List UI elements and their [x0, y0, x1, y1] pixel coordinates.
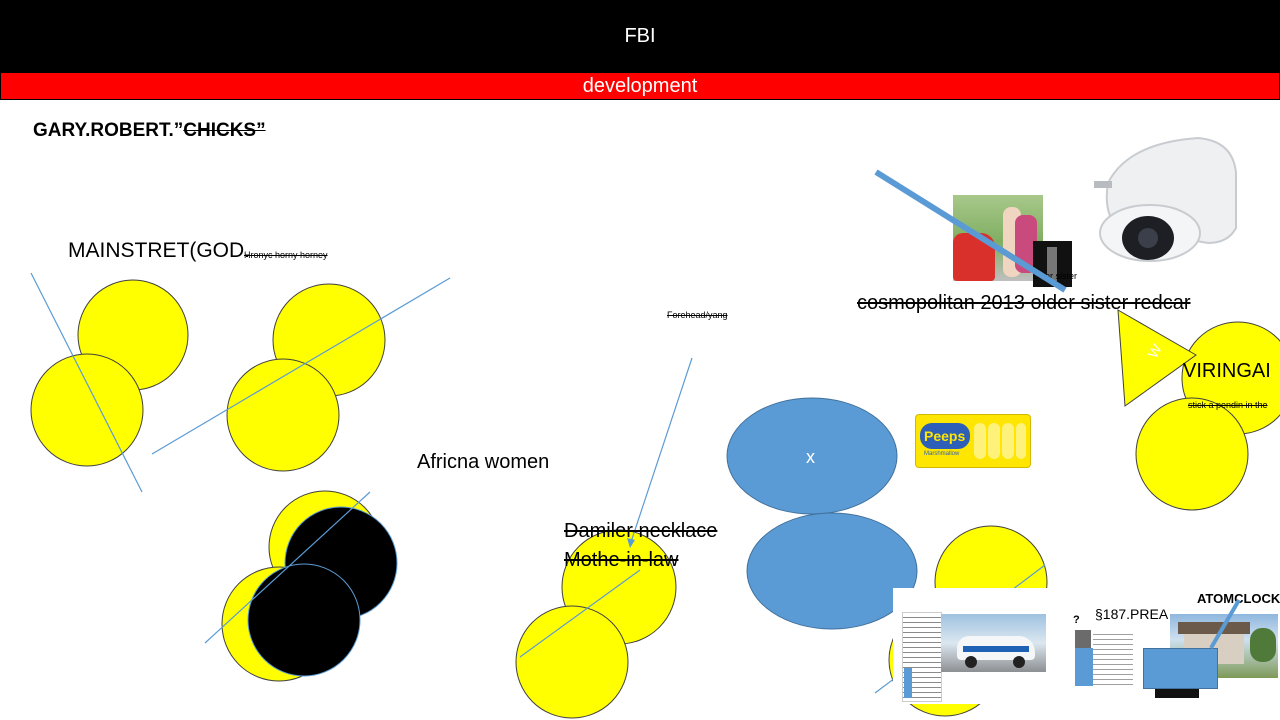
- photo-red-car: [953, 195, 1043, 281]
- peep-shape: [1016, 423, 1026, 459]
- blue-line: [30, 272, 143, 493]
- blue-rect-small: [904, 668, 912, 698]
- blue-line-short: [1209, 598, 1241, 650]
- atomclock-label: ATOMCLOCK: [1197, 591, 1280, 606]
- question-label: ?: [1073, 614, 1080, 626]
- page-subtitle: development: [582, 74, 698, 97]
- stick-small-label: stick a pendin in the: [1188, 400, 1268, 410]
- forehead-label: Forehead/yang: [667, 310, 728, 320]
- yellow-circle: [515, 605, 629, 719]
- person-photo-thumbnail: [1075, 630, 1091, 652]
- older-sister-small-label: older sister: [1033, 271, 1078, 281]
- ellipse-x-label: x: [806, 447, 815, 467]
- africna-label: Africna women: [417, 451, 550, 473]
- wheel-shape: [1013, 656, 1025, 668]
- peep-shape: [988, 423, 1000, 459]
- red-car-shape: [953, 233, 995, 281]
- blue-line: [151, 277, 451, 455]
- peeps-brand-text: Peeps: [924, 428, 966, 444]
- yellow-circle: [1135, 397, 1249, 511]
- yellow-triangle: [1117, 309, 1197, 407]
- main-heading: GARY.ROBERT.”CHICKS”: [33, 120, 266, 142]
- blue-line: [519, 569, 641, 658]
- mothe-label: Mothe-in-law: [564, 549, 679, 571]
- cosmopolitan-label: cosmopolitan 2013 older sister redcar: [857, 292, 1191, 314]
- page-title: FBI: [624, 24, 656, 47]
- car-stripe-shape: [963, 646, 1029, 652]
- arrow-line: [629, 357, 693, 546]
- mainstret-label: MAINSTRET(GOD.: [68, 239, 250, 263]
- peeps-box-image: Peeps Marshmallow: [916, 415, 1030, 467]
- security-camera-image: [1094, 136, 1237, 262]
- peeps-sub-text: Marshmallow: [924, 451, 960, 457]
- blue-ellipse: [746, 512, 918, 630]
- prea-label: §187.PREA: [1095, 606, 1169, 622]
- peep-shape: [974, 423, 986, 459]
- blue-rect: [1143, 648, 1218, 689]
- mainstret-small-label: Hronyc horny horney: [244, 250, 328, 260]
- yellow-circle: [30, 353, 144, 467]
- yellow-circle: [226, 358, 340, 472]
- peeps-logo-badge: [920, 423, 970, 449]
- peep-shape: [1002, 423, 1014, 459]
- title-bar: FBI: [0, 0, 1280, 72]
- heading-struck-text: CHICKS”: [183, 120, 266, 141]
- roof-shape: [1178, 622, 1250, 634]
- heading-text: GARY.ROBERT.”: [33, 120, 184, 141]
- tree-shape: [1250, 628, 1276, 662]
- mainstret-text: MAINSTRET(GOD.: [68, 239, 250, 262]
- wheel-shape: [965, 656, 977, 668]
- arrow-head: [627, 538, 635, 548]
- document-thumbnail: [1093, 630, 1133, 686]
- viringai-label: VIRINGAI: [1183, 360, 1271, 382]
- subtitle-bar: development: [0, 72, 1280, 100]
- blue-line: [204, 491, 371, 644]
- black-circle: [247, 563, 361, 677]
- police-car-image: [941, 614, 1046, 672]
- damiler-label: Damiler necklace: [564, 520, 718, 542]
